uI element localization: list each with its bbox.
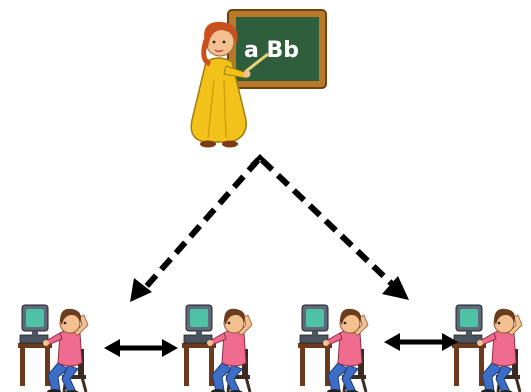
student-1-icon — [16, 303, 90, 392]
dashed-arrow-left — [130, 158, 261, 302]
chalkboard-text: a Bb — [244, 38, 299, 63]
teacher-at-chalkboard-icon: a Bb — [190, 9, 327, 148]
student-2-icon — [180, 303, 254, 392]
double-arrow-left — [104, 339, 178, 357]
student-4-icon — [450, 303, 524, 392]
student-3-icon — [296, 303, 370, 392]
double-arrow-right — [384, 333, 458, 351]
dashed-arrow-top — [250, 154, 270, 164]
dashed-arrow-right — [259, 157, 409, 300]
